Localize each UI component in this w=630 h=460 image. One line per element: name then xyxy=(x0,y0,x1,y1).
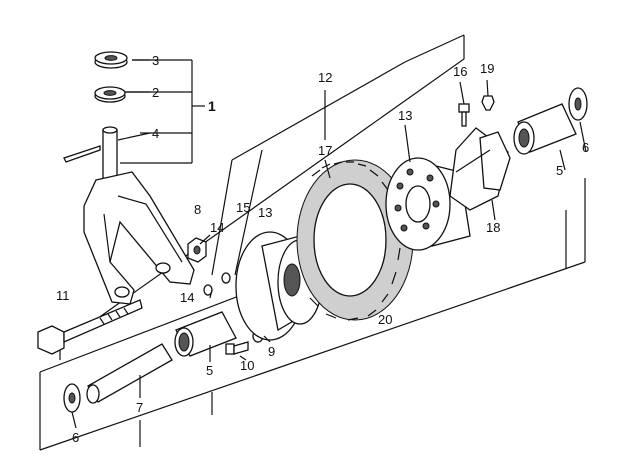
callouts: 3 2 1 4 8 14 15 13 12 17 13 16 19 6 5 18… xyxy=(56,53,589,445)
bolt-part-11 xyxy=(37,299,143,355)
callout-5-lower: 5 xyxy=(206,363,213,378)
sleeve-part-5-upper xyxy=(513,103,577,155)
callout-18: 18 xyxy=(486,220,500,235)
shaft-part-18 xyxy=(449,127,511,211)
callout-15: 15 xyxy=(236,200,250,215)
callout-8: 8 xyxy=(194,202,201,217)
callout-13-upper: 13 xyxy=(398,108,412,123)
pin-part-7 xyxy=(86,343,173,404)
leader-lines xyxy=(71,59,587,429)
washer-part-2 xyxy=(94,86,126,103)
callout-6-lower: 6 xyxy=(72,430,79,445)
grease-nipple-part-19 xyxy=(481,95,495,111)
washer-part-6-upper xyxy=(568,87,588,121)
washer-part-6-lower xyxy=(63,383,81,413)
callout-2: 2 xyxy=(152,85,159,100)
callout-14-lower: 14 xyxy=(180,290,194,305)
callout-6-upper: 6 xyxy=(582,140,589,155)
callout-11: 11 xyxy=(56,288,70,303)
bolt-part-16 xyxy=(458,103,470,127)
callout-1: 1 xyxy=(208,98,216,114)
callout-9: 9 xyxy=(268,344,275,359)
sleeve-part-5-lower xyxy=(174,311,237,357)
callout-5-upper: 5 xyxy=(556,163,563,178)
callout-20: 20 xyxy=(378,312,392,327)
callout-13-lower: 13 xyxy=(258,205,272,220)
washer-part-3 xyxy=(94,51,128,69)
callout-10: 10 xyxy=(240,358,254,373)
callout-7: 7 xyxy=(136,400,143,415)
bracket-group-1 xyxy=(120,59,205,164)
callout-4: 4 xyxy=(152,126,159,141)
callout-17: 17 xyxy=(318,143,332,158)
callout-3: 3 xyxy=(152,53,159,68)
callout-14-upper: 14 xyxy=(210,220,224,235)
nut-part-8 xyxy=(187,237,207,263)
washer-part-14-upper xyxy=(221,272,231,284)
fork-bracket xyxy=(83,171,195,305)
callout-12: 12 xyxy=(318,70,332,85)
pin-part-4 xyxy=(63,126,118,187)
callout-19: 19 xyxy=(480,61,494,76)
callout-16: 16 xyxy=(453,64,467,79)
bolt-part-10 xyxy=(225,341,249,355)
